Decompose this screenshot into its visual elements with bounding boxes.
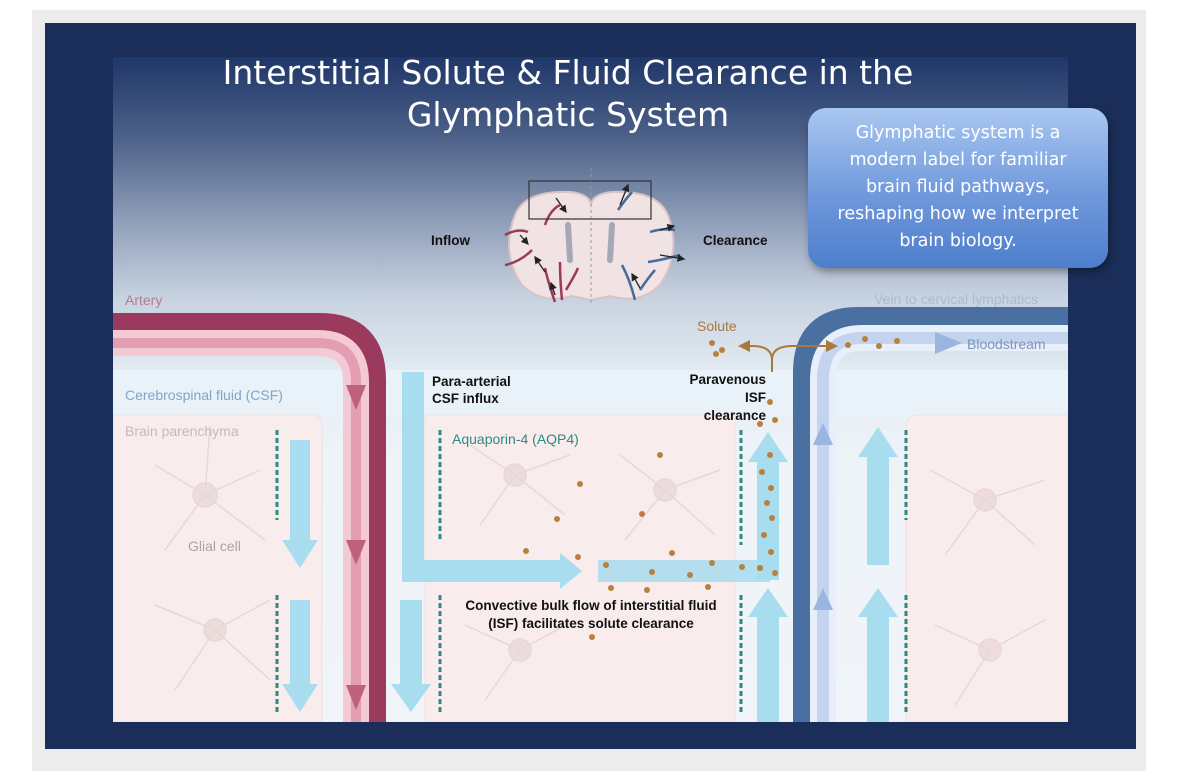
- inflow-label: Inflow: [431, 233, 470, 248]
- para-arterial-label: Para-arterial CSF influx: [432, 374, 511, 406]
- bloodstream-label: Bloodstream: [967, 336, 1046, 352]
- glial-cells: [154, 424, 1046, 706]
- clearance-label: Clearance: [703, 233, 768, 248]
- diagram-title: Interstitial Solute & Fluid Clearance in…: [222, 53, 914, 134]
- brain-section-illustration: [504, 168, 686, 305]
- parenchyma-blocks: [113, 414, 1068, 722]
- brain-zoom-box: [528, 180, 652, 220]
- artery-vessel: [113, 313, 386, 722]
- brain-parenchyma-label: Brain parenchyma: [125, 423, 239, 439]
- csf-influx-flow: [282, 372, 582, 712]
- aqp4-label: Aquaporin-4 (AQP4): [452, 431, 579, 447]
- glial-cell-label: Glial cell: [188, 538, 241, 554]
- artery-label: Artery: [125, 292, 163, 308]
- aqp4-channels: [275, 430, 908, 715]
- solute-label: Solute: [697, 318, 737, 334]
- csf-band: [113, 370, 1068, 415]
- solute-arrow: [738, 340, 838, 372]
- solute-particles: [523, 336, 900, 640]
- isf-clearance-flow: [598, 427, 898, 722]
- convective-flow-label: Convective bulk flow of interstitial flu…: [465, 598, 717, 631]
- paravenous-label: Paravenous ISF clearance: [689, 372, 766, 423]
- vein-label: Vein to cervical lymphatics: [874, 291, 1039, 307]
- callout-box: Glymphatic system is a modern label for …: [808, 108, 1108, 268]
- csf-label: Cerebrospinal fluid (CSF): [125, 387, 283, 403]
- callout-text: Glymphatic system is a modern label for …: [837, 123, 1079, 251]
